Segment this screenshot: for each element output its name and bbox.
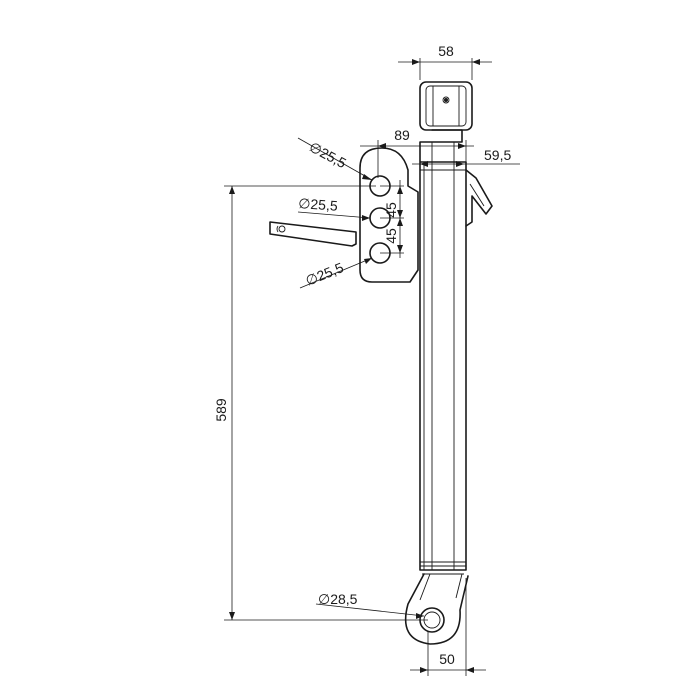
dim-label-58: 58 (438, 43, 454, 59)
dim-label-eye-hole: ∅28,5 (318, 591, 358, 607)
main-tube (419, 129, 467, 575)
dim-pitch: 45 45 (380, 180, 404, 258)
top-roller-block (419, 81, 473, 131)
dim-eye-width: 50 (410, 578, 486, 676)
dim-label-hole-lower: ∅25,5 (303, 259, 346, 289)
dim-label-59-5: 59,5 (484, 147, 511, 163)
dim-label-50: 50 (439, 651, 455, 667)
dim-top-width: 58 (398, 43, 492, 80)
dim-label-89: 89 (394, 127, 410, 143)
dim-offset-59-5: 59,5 (412, 147, 520, 170)
dim-hole-lower: ∅25,5 (299, 257, 373, 289)
dim-label-589: 589 (213, 398, 229, 422)
bottom-eye (404, 573, 469, 645)
dim-label-pitch-upper: 45 (383, 202, 399, 218)
dim-label-hole-upper: ∅25,5 (307, 139, 350, 172)
dim-offset-89: 89 (360, 127, 474, 178)
pin-dot (444, 98, 448, 102)
dim-overall-length: 589 (213, 185, 428, 621)
dim-label-hole-middle: ∅25,5 (298, 195, 339, 214)
dim-label-pitch-lower: 45 (383, 228, 399, 244)
latch-hook (465, 169, 493, 227)
dim-eye-hole: ∅28,5 (315, 591, 425, 619)
dim-hole-middle: ∅25,5 (298, 195, 371, 221)
